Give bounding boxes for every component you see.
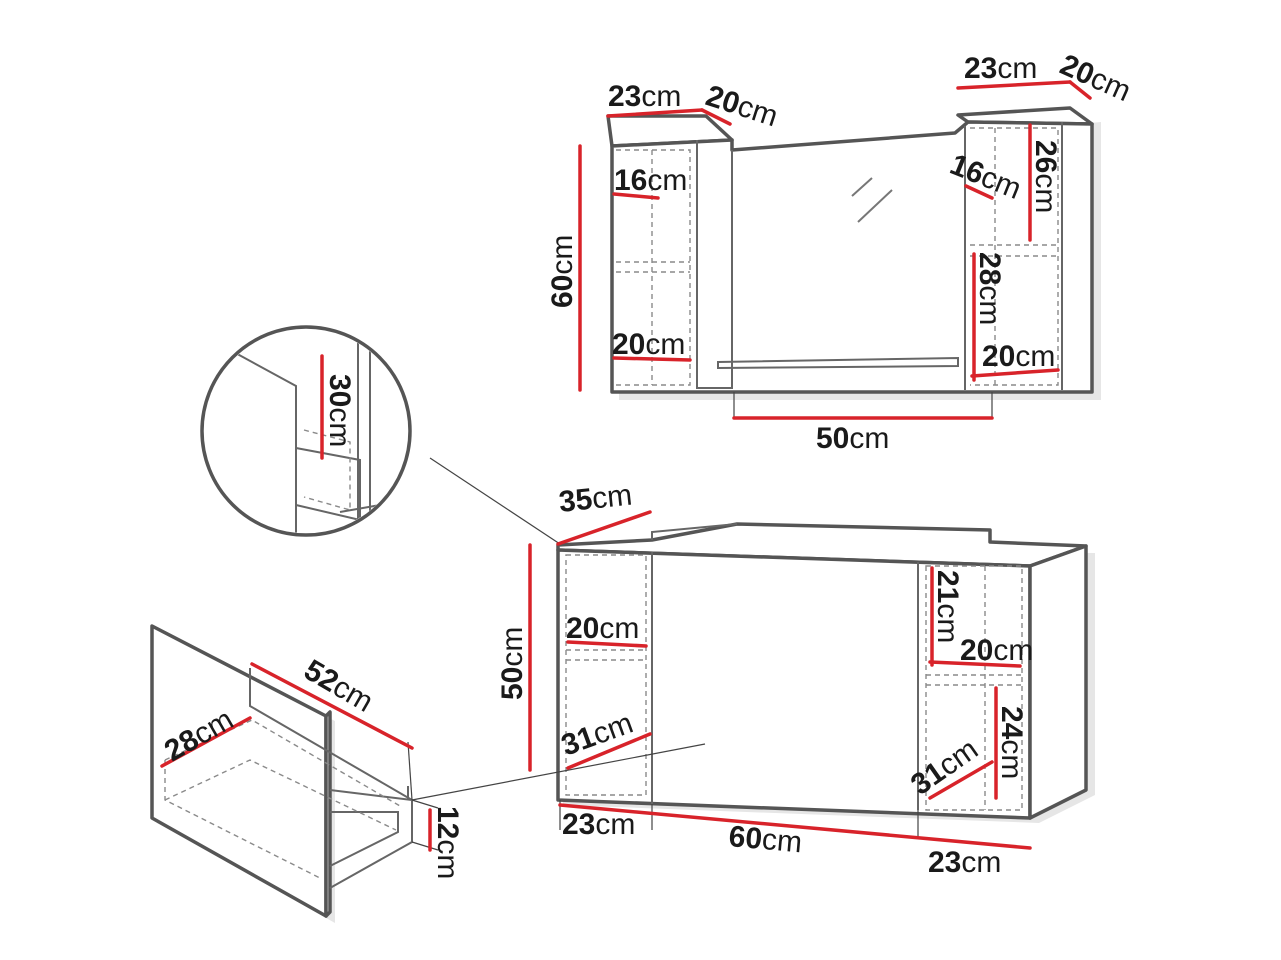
dim-mirror-right-shelf-upper (964, 184, 994, 200)
label-mirror-right-side-upper: 26cm (1029, 140, 1062, 213)
dimension-labels: 23cm 20cm 23cm 20cm 60cm 16cm 20cm 16cm … (159, 48, 1136, 879)
label-cabinet-right-shelf-mid: 20cm (960, 634, 1033, 667)
label-drawer-height: 12cm (431, 806, 464, 879)
dim-drawer-length (250, 662, 414, 750)
label-cabinet-depth: 35cm (557, 478, 633, 518)
label-mirror-left-width: 23cm (608, 80, 681, 113)
vanity-cabinet (556, 522, 1095, 838)
dim-mirror-left-width (606, 108, 704, 118)
drawer-front-panel (150, 624, 328, 918)
dimension-lines (160, 80, 1092, 852)
dim-cabinet-left-shelf-upper (566, 640, 648, 648)
label-cabinet-left-shelf-upper: 20cm (566, 612, 639, 645)
dim-cabinet-depth (556, 510, 652, 546)
label-mirror-width: 50cm (816, 422, 889, 455)
dim-mirror-left-shelf-upper (612, 192, 660, 200)
label-mirror-right-depth: 20cm (1055, 48, 1135, 108)
cabinet-side (1028, 544, 1088, 820)
label-cabinet-right-side-lower: 24cm (995, 706, 1028, 779)
label-cabinet-right-side-upper: 21cm (931, 570, 964, 643)
label-cabinet-right-width: 23cm (928, 846, 1001, 879)
dim-cabinet-right-shelf-lower (928, 760, 994, 800)
label-mirror-left-shelf-lower: 20cm (612, 328, 685, 361)
label-cabinet-height: 50cm (496, 627, 529, 700)
label-mirror-right-shelf-lower: 20cm (982, 340, 1055, 373)
label-cabinet-center-width: 60cm (727, 820, 803, 859)
mirror-reflection-icon (851, 177, 893, 223)
label-drawer-height-detail: 30cm (323, 374, 356, 447)
dim-drawer-width (160, 716, 252, 768)
label-mirror-right-width: 23cm (964, 52, 1037, 85)
dim-cabinet-left-shelf-lower (566, 732, 652, 770)
label-cabinet-left-width: 23cm (562, 808, 635, 841)
label-mirror-right-side-lower: 28cm (973, 252, 1006, 325)
dim-cabinet-right-shelf-mid (928, 660, 1022, 668)
drawer (150, 624, 706, 923)
dim-mirror-right-width (956, 80, 1072, 90)
dim-cabinet-bottom-width (558, 803, 1032, 850)
dim-mirror-left-depth (700, 108, 732, 126)
dim-mirror-right-depth (1068, 80, 1092, 100)
label-mirror-height: 60cm (546, 235, 579, 308)
label-mirror-left-shelf-upper: 16cm (614, 164, 687, 197)
dim-mirror-left-shelf-lower (612, 356, 692, 362)
dim-mirror-right-shelf-lower (970, 368, 1060, 378)
